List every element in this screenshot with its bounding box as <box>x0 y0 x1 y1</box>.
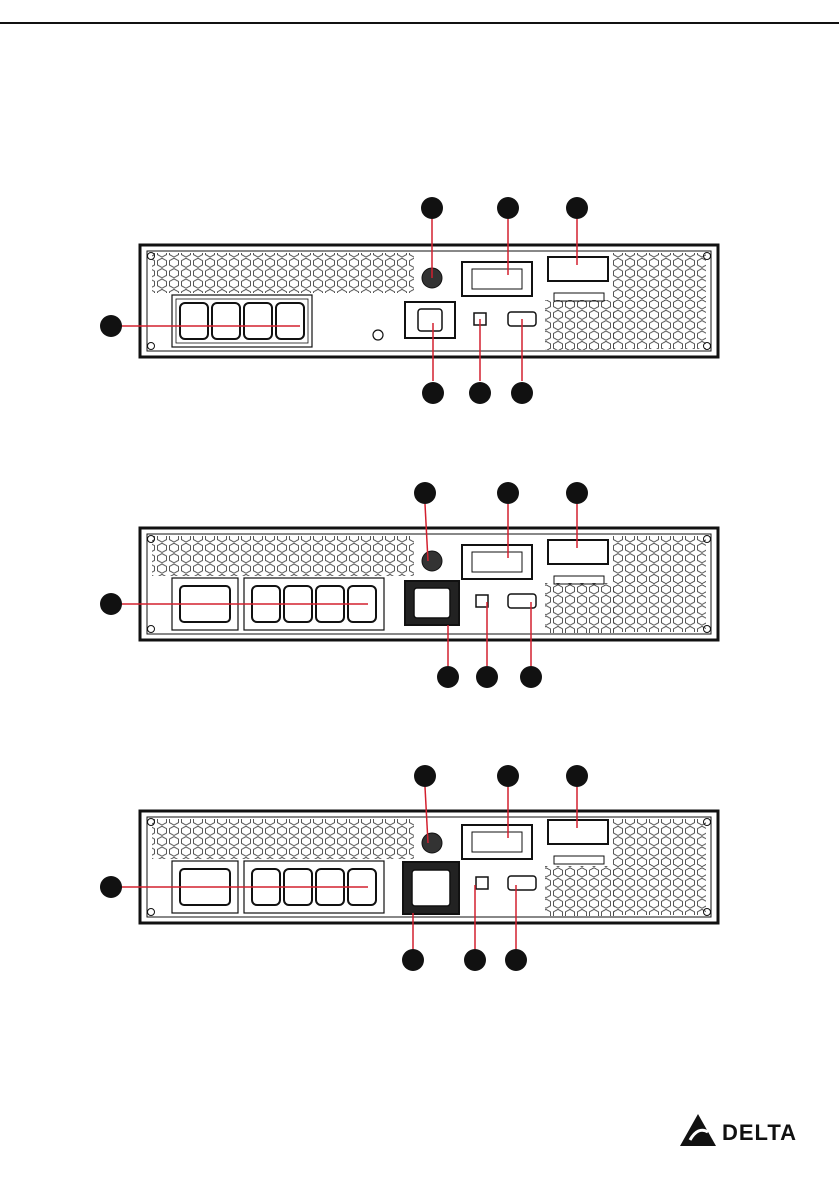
rear-panel-svg-2 <box>0 480 839 710</box>
smart-slot <box>548 257 608 281</box>
vent-left <box>152 819 414 859</box>
rear-panel-diagram-2 <box>0 480 839 710</box>
vent-right <box>612 819 706 915</box>
vent-right <box>612 253 706 349</box>
rs232-port <box>508 876 536 890</box>
rear-panel-svg-1 <box>0 195 839 425</box>
usb-port <box>476 595 488 607</box>
ac-inlet <box>405 302 455 338</box>
circuit-breaker <box>422 833 442 853</box>
circuit-breaker <box>422 551 442 571</box>
rear-panel-diagram-1 <box>0 195 839 425</box>
rear-panel-svg-3 <box>0 763 839 993</box>
ground-screw <box>373 330 383 340</box>
vent-lower-right <box>545 866 615 916</box>
vent-right <box>612 536 706 632</box>
brand-logo-text: DELTA <box>722 1120 797 1146</box>
vent-lower-right <box>545 583 615 633</box>
vent-left <box>152 253 414 293</box>
smart-slot <box>548 820 608 844</box>
usb-port <box>476 877 488 889</box>
vent-left <box>152 536 414 576</box>
top-rule <box>0 22 839 24</box>
vent-lower-right <box>545 300 615 350</box>
rs232-port <box>508 594 536 608</box>
smart-slot <box>548 540 608 564</box>
rear-panel-diagram-3 <box>0 763 839 993</box>
